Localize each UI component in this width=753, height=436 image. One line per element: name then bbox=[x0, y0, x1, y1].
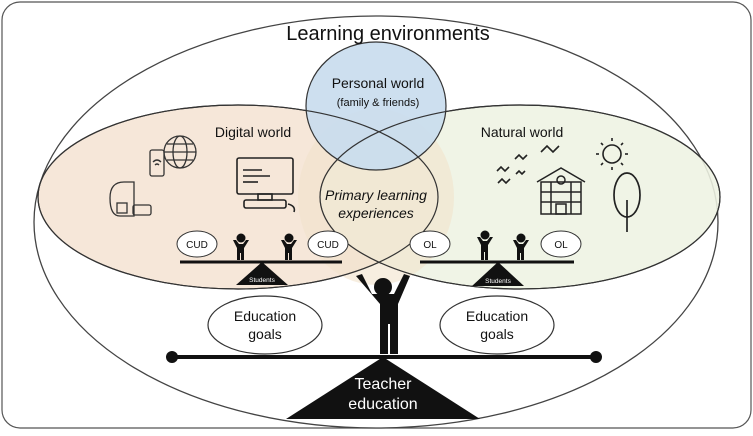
child-icon bbox=[477, 230, 493, 260]
education-goals-right bbox=[439, 295, 555, 355]
beam-end-left bbox=[166, 351, 178, 363]
ol-tag-left bbox=[409, 230, 451, 258]
diagram-title: Learning environments bbox=[286, 23, 489, 45]
personal-world-circle bbox=[305, 41, 447, 171]
cud-tag-left-label: CUD bbox=[186, 240, 208, 251]
school-building-icon bbox=[536, 167, 586, 215]
child-icon bbox=[233, 233, 249, 260]
personal-world-title: Personal world bbox=[332, 75, 425, 91]
center-line2: experiences bbox=[338, 205, 414, 221]
globe-icon bbox=[163, 135, 197, 169]
ol-tag-left-label: OL bbox=[423, 240, 437, 251]
personal-world-subtitle: (family & friends) bbox=[337, 97, 420, 109]
child-icon bbox=[281, 233, 297, 260]
birds-icon bbox=[496, 144, 560, 185]
cud-tag-left bbox=[176, 230, 218, 258]
goals-left-line1: Education bbox=[234, 308, 296, 324]
child-icon bbox=[513, 233, 529, 260]
left-fulcrum-label: Students bbox=[249, 277, 275, 284]
robot-head-icon bbox=[109, 181, 152, 217]
cud-tag-right-label: CUD bbox=[317, 240, 339, 251]
education-goals-left bbox=[207, 295, 323, 355]
natural-world-title: Natural world bbox=[481, 124, 563, 140]
ol-tag-right bbox=[540, 230, 582, 258]
goals-right-line1: Education bbox=[466, 308, 528, 324]
teacher-balance: Teacher education bbox=[166, 274, 602, 419]
left-balance: Students bbox=[180, 233, 342, 285]
sun-icon bbox=[596, 138, 628, 170]
digital-world-title: Digital world bbox=[215, 124, 291, 140]
tree-icon bbox=[613, 172, 641, 232]
beam-end-right bbox=[590, 351, 602, 363]
center-line1: Primary learning bbox=[325, 187, 427, 203]
teacher-icon bbox=[356, 274, 410, 354]
right-fulcrum-label: Students bbox=[485, 278, 511, 285]
right-balance: Students bbox=[420, 230, 574, 286]
cud-tag-right bbox=[307, 230, 349, 258]
smartphone-icon bbox=[149, 149, 165, 177]
teacher-line2: education bbox=[348, 396, 417, 413]
goals-left-line2: goals bbox=[248, 326, 281, 342]
computer-icon bbox=[236, 157, 296, 213]
teacher-line1: Teacher bbox=[355, 376, 413, 393]
goals-right-line2: goals bbox=[480, 326, 513, 342]
ol-tag-right-label: OL bbox=[554, 240, 568, 251]
teacher-fulcrum bbox=[286, 357, 480, 419]
